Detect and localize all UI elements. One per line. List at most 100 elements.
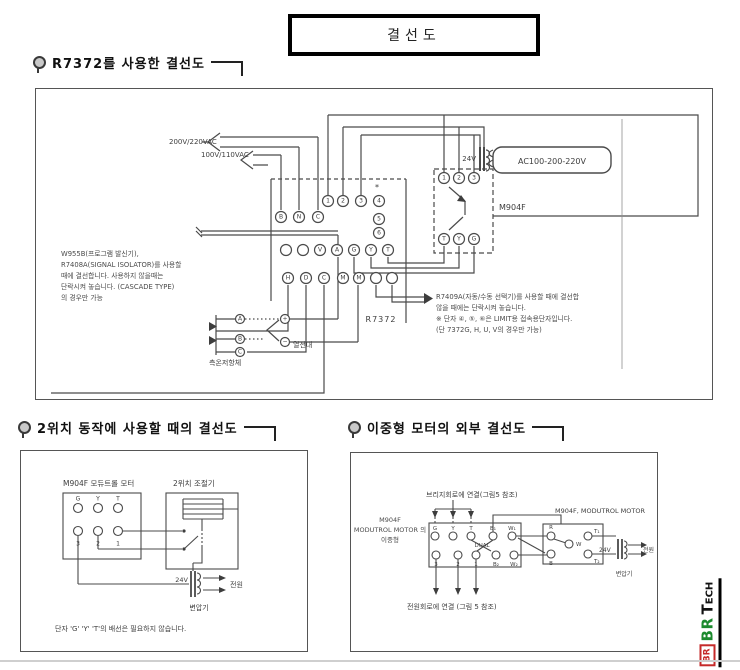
svg-text:3: 3 [76, 541, 80, 548]
section-header-dual-motor: 이중형 모터의 외부 결선도 [348, 418, 565, 441]
terminal-letters: B N C 1 2 3 4 5 6 V A G Y T H D C M M 1 [238, 175, 477, 356]
r7372-wiring-svg: B N C 1 2 3 4 5 6 V A G Y T H D C M M 1 [51, 114, 699, 394]
diagram2-labels: M904F 모듀트롤 모터 2위치 조절기 24V 전원 변압기 단자 'G' … [55, 479, 243, 633]
m904f-label: M904F [499, 203, 526, 212]
svg-text:W₁: W₁ [508, 526, 516, 532]
2position-wiring-svg: G Y T 3 2 1 M904F 모듀트롤 모터 2위치 조절기 24V 전원… [55, 479, 243, 633]
svg-text:N: N [297, 214, 302, 221]
svg-text:A: A [238, 316, 243, 323]
dual-label: DUAL [474, 543, 490, 549]
svg-text:1: 1 [116, 541, 120, 548]
svg-text:W₂: W₂ [510, 562, 518, 568]
terminal-circles [234, 171, 481, 358]
svg-text:H: H [286, 275, 291, 282]
controller-label: 2위치 조절기 [173, 479, 215, 488]
wiring-lines [62, 492, 239, 597]
svg-text:2: 2 [341, 198, 345, 205]
diagram-dual-motor: G Y T B₁ W₁ 3 2 1 B₂ W₂ R W T₁ B T₂ DUAL… [350, 452, 658, 652]
svg-text:B: B [549, 561, 553, 567]
svg-text:T: T [441, 236, 446, 243]
svg-text:R: R [549, 525, 553, 531]
svg-text:6: 6 [377, 230, 381, 237]
svg-text:−: − [282, 339, 287, 346]
thermocouple-label: 열전대 [293, 340, 312, 349]
svg-text:B₁: B₁ [490, 526, 496, 532]
svg-text:T: T [385, 247, 390, 254]
diagram1-labels: 200V/220VAC 100V/110VAC 24V AC100-200-22… [169, 138, 587, 367]
header-decor-line [243, 426, 276, 441]
svg-text:3: 3 [472, 175, 476, 182]
arrow-markers [182, 529, 226, 593]
svg-text:V: V [318, 247, 323, 254]
arrow-markers [209, 195, 466, 345]
section-header-text: R7372를 사용한 결선도 [52, 57, 205, 72]
svg-text:G: G [352, 247, 357, 254]
svg-text:G: G [76, 496, 81, 503]
wiring-lines [428, 500, 641, 590]
svg-text:3: 3 [434, 562, 438, 568]
caption: 단자 'G' 'Y' 'T'의 배선은 필요하지 않습니다. [55, 624, 186, 633]
section-header-2position: 2위치 동작에 사용할 때의 결선도 [18, 418, 276, 441]
svg-text:D: D [304, 275, 309, 282]
svg-text:T: T [468, 526, 473, 532]
terminal-letters: G Y T B₁ W₁ 3 2 1 B₂ W₂ R W T₁ B T₂ DUAL [433, 525, 600, 568]
svg-text:A: A [335, 247, 340, 254]
svg-text:1: 1 [474, 562, 478, 568]
diagram-2position: G Y T 3 2 1 M904F 모듀트롤 모터 2위치 조절기 24V 전원… [20, 450, 308, 652]
dual-motor-wiring-svg: G Y T B₁ W₁ 3 2 1 B₂ W₂ R W T₁ B T₂ DUAL… [407, 490, 654, 611]
v24-label: 24V [175, 576, 188, 584]
svg-text:B₂: B₂ [493, 562, 499, 568]
svg-text:C: C [322, 275, 326, 282]
svg-text:C: C [316, 214, 320, 221]
voltage-200-label: 200V/220VAC [169, 138, 217, 146]
svg-text:Y: Y [368, 247, 373, 254]
v24-label: 24V [599, 547, 612, 554]
power-label: 전원 [643, 546, 654, 554]
rtd-label: 측온저항체 [209, 358, 241, 367]
power-label: 전원 [230, 580, 243, 589]
terminal-circles [72, 502, 124, 537]
v24-label: 24V [462, 155, 476, 163]
bridge-note: 브리지회로에 연결(그림5 참조) [426, 490, 518, 499]
tech-text: TECH [698, 581, 717, 615]
svg-text:1: 1 [326, 198, 330, 205]
svg-text:+: + [282, 316, 287, 323]
bullet-icon [348, 421, 361, 438]
transformer-label: 변압기 [616, 570, 633, 578]
asterisk-mark: * [375, 183, 379, 192]
svg-text:Y: Y [95, 496, 100, 503]
bullet-icon [18, 421, 31, 438]
diagram3-labels: 브리지회로에 연결(그림5 참조) M904F, MODUTROL MOTOR … [407, 490, 654, 611]
svg-text:1: 1 [442, 175, 446, 182]
br-boxed-mark: BR [699, 644, 716, 667]
svg-text:G: G [433, 526, 437, 532]
header-decor-line [532, 426, 565, 441]
brtech-logo-row: BR BR TECH [698, 578, 722, 668]
motor-label: M904F 모듀트롤 모터 [63, 479, 134, 488]
r7372-label: R7372 [366, 315, 397, 324]
svg-text:B: B [238, 336, 242, 343]
motor-title: M904F, MODUTROL MOTOR [555, 507, 645, 515]
svg-text:2: 2 [96, 541, 100, 548]
terminal-circles [430, 531, 593, 560]
svg-text:M: M [340, 275, 345, 282]
svg-text:M: M [356, 275, 361, 282]
svg-text:B: B [279, 214, 283, 221]
diagram-r7372: B N C 1 2 3 4 5 6 V A G Y T H D C M M 1 [35, 88, 713, 400]
svg-text:C: C [238, 349, 242, 356]
brtech-logo: BR BR TECH [686, 578, 734, 668]
note-left: W955B(프로그램 발신기), R7408A(SIGNAL ISOLATOR)… [61, 250, 182, 302]
voltage-100-label: 100V/110VAC [201, 151, 249, 159]
title-box: 결선도 [288, 14, 540, 56]
wiring-lines [51, 114, 699, 394]
terminal-letters: G Y T 3 2 1 [76, 496, 120, 548]
svg-text:2: 2 [456, 562, 460, 568]
page-title: 결선도 [387, 28, 441, 44]
svg-text:T₂: T₂ [593, 559, 600, 565]
section-header-text: 이중형 모터의 외부 결선도 [367, 422, 527, 437]
section-header-r7372: R7372를 사용한 결선도 [33, 53, 243, 76]
svg-text:5: 5 [377, 216, 381, 223]
note-right: R7409A(자동/수동 선택기)를 사용할 때에 결선합 않을 때에는 단락시… [436, 293, 579, 334]
svg-text:2: 2 [457, 175, 461, 182]
